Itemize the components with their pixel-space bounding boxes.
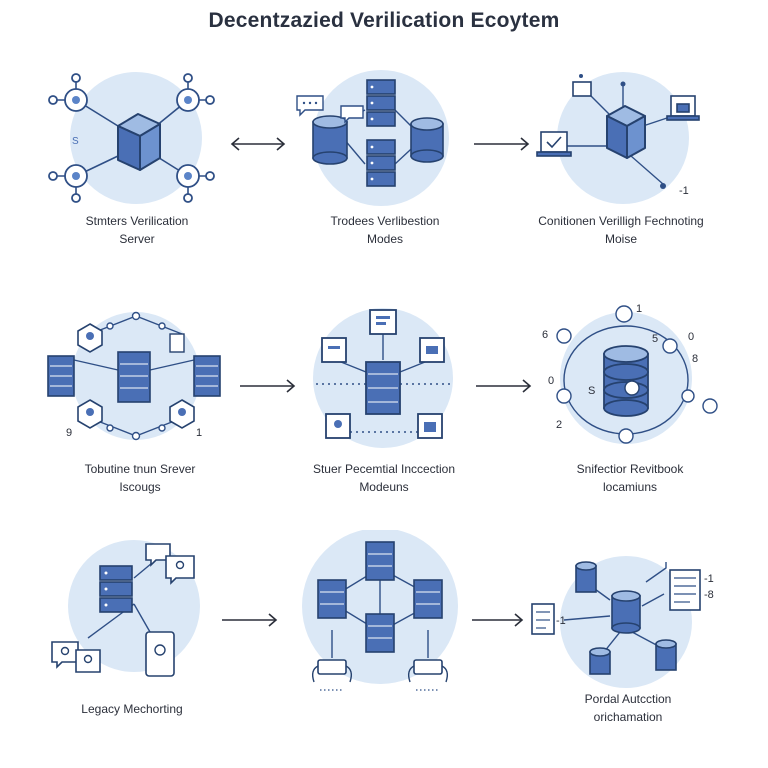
node-verification-server: S: [38, 66, 238, 266]
arrow-right-4: [222, 613, 278, 627]
label-c9b: -8: [704, 589, 714, 601]
label-c9c: -1: [556, 615, 566, 627]
label-c6g: S: [588, 385, 595, 397]
label-c6d: 0: [688, 331, 694, 343]
node-hex-server-network: [284, 530, 484, 730]
label-c6b: 1: [636, 303, 642, 315]
node-distributed-server: 9 1: [38, 300, 238, 500]
label-c6e: 8: [692, 353, 698, 365]
node-portal-orchestration: -1 -8 -1: [524, 540, 724, 740]
label-c4a: 9: [66, 427, 72, 439]
label-c3: -1: [679, 185, 689, 197]
label-c9a: -1: [704, 573, 714, 585]
caption-node-7: Legacy Mechorting: [81, 702, 183, 716]
diagram-title: Decentzazied Verilication Ecoytem: [208, 9, 560, 32]
label-c6a: 6: [542, 329, 548, 341]
label-c6f: 0: [548, 375, 554, 387]
arrow-right-2: [240, 379, 296, 393]
arrow-right-3: [476, 379, 532, 393]
label-c6c: 5: [652, 333, 658, 345]
node-conditional-verification: -1: [531, 66, 731, 266]
node-verification-modes: [283, 66, 483, 266]
node-legacy-monitoring: [38, 538, 238, 738]
bidirectional-arrow: [230, 137, 286, 151]
label-c4b: 1: [196, 427, 202, 439]
label-c1: S: [72, 136, 79, 147]
node-verification-logbook: 1 6 5 0 8 0 S 2: [532, 296, 732, 496]
node-potential-inspection: [286, 300, 486, 500]
arrow-right-1: [474, 137, 530, 151]
arrow-right-5: [472, 613, 524, 627]
label-c6h: 2: [556, 419, 562, 431]
